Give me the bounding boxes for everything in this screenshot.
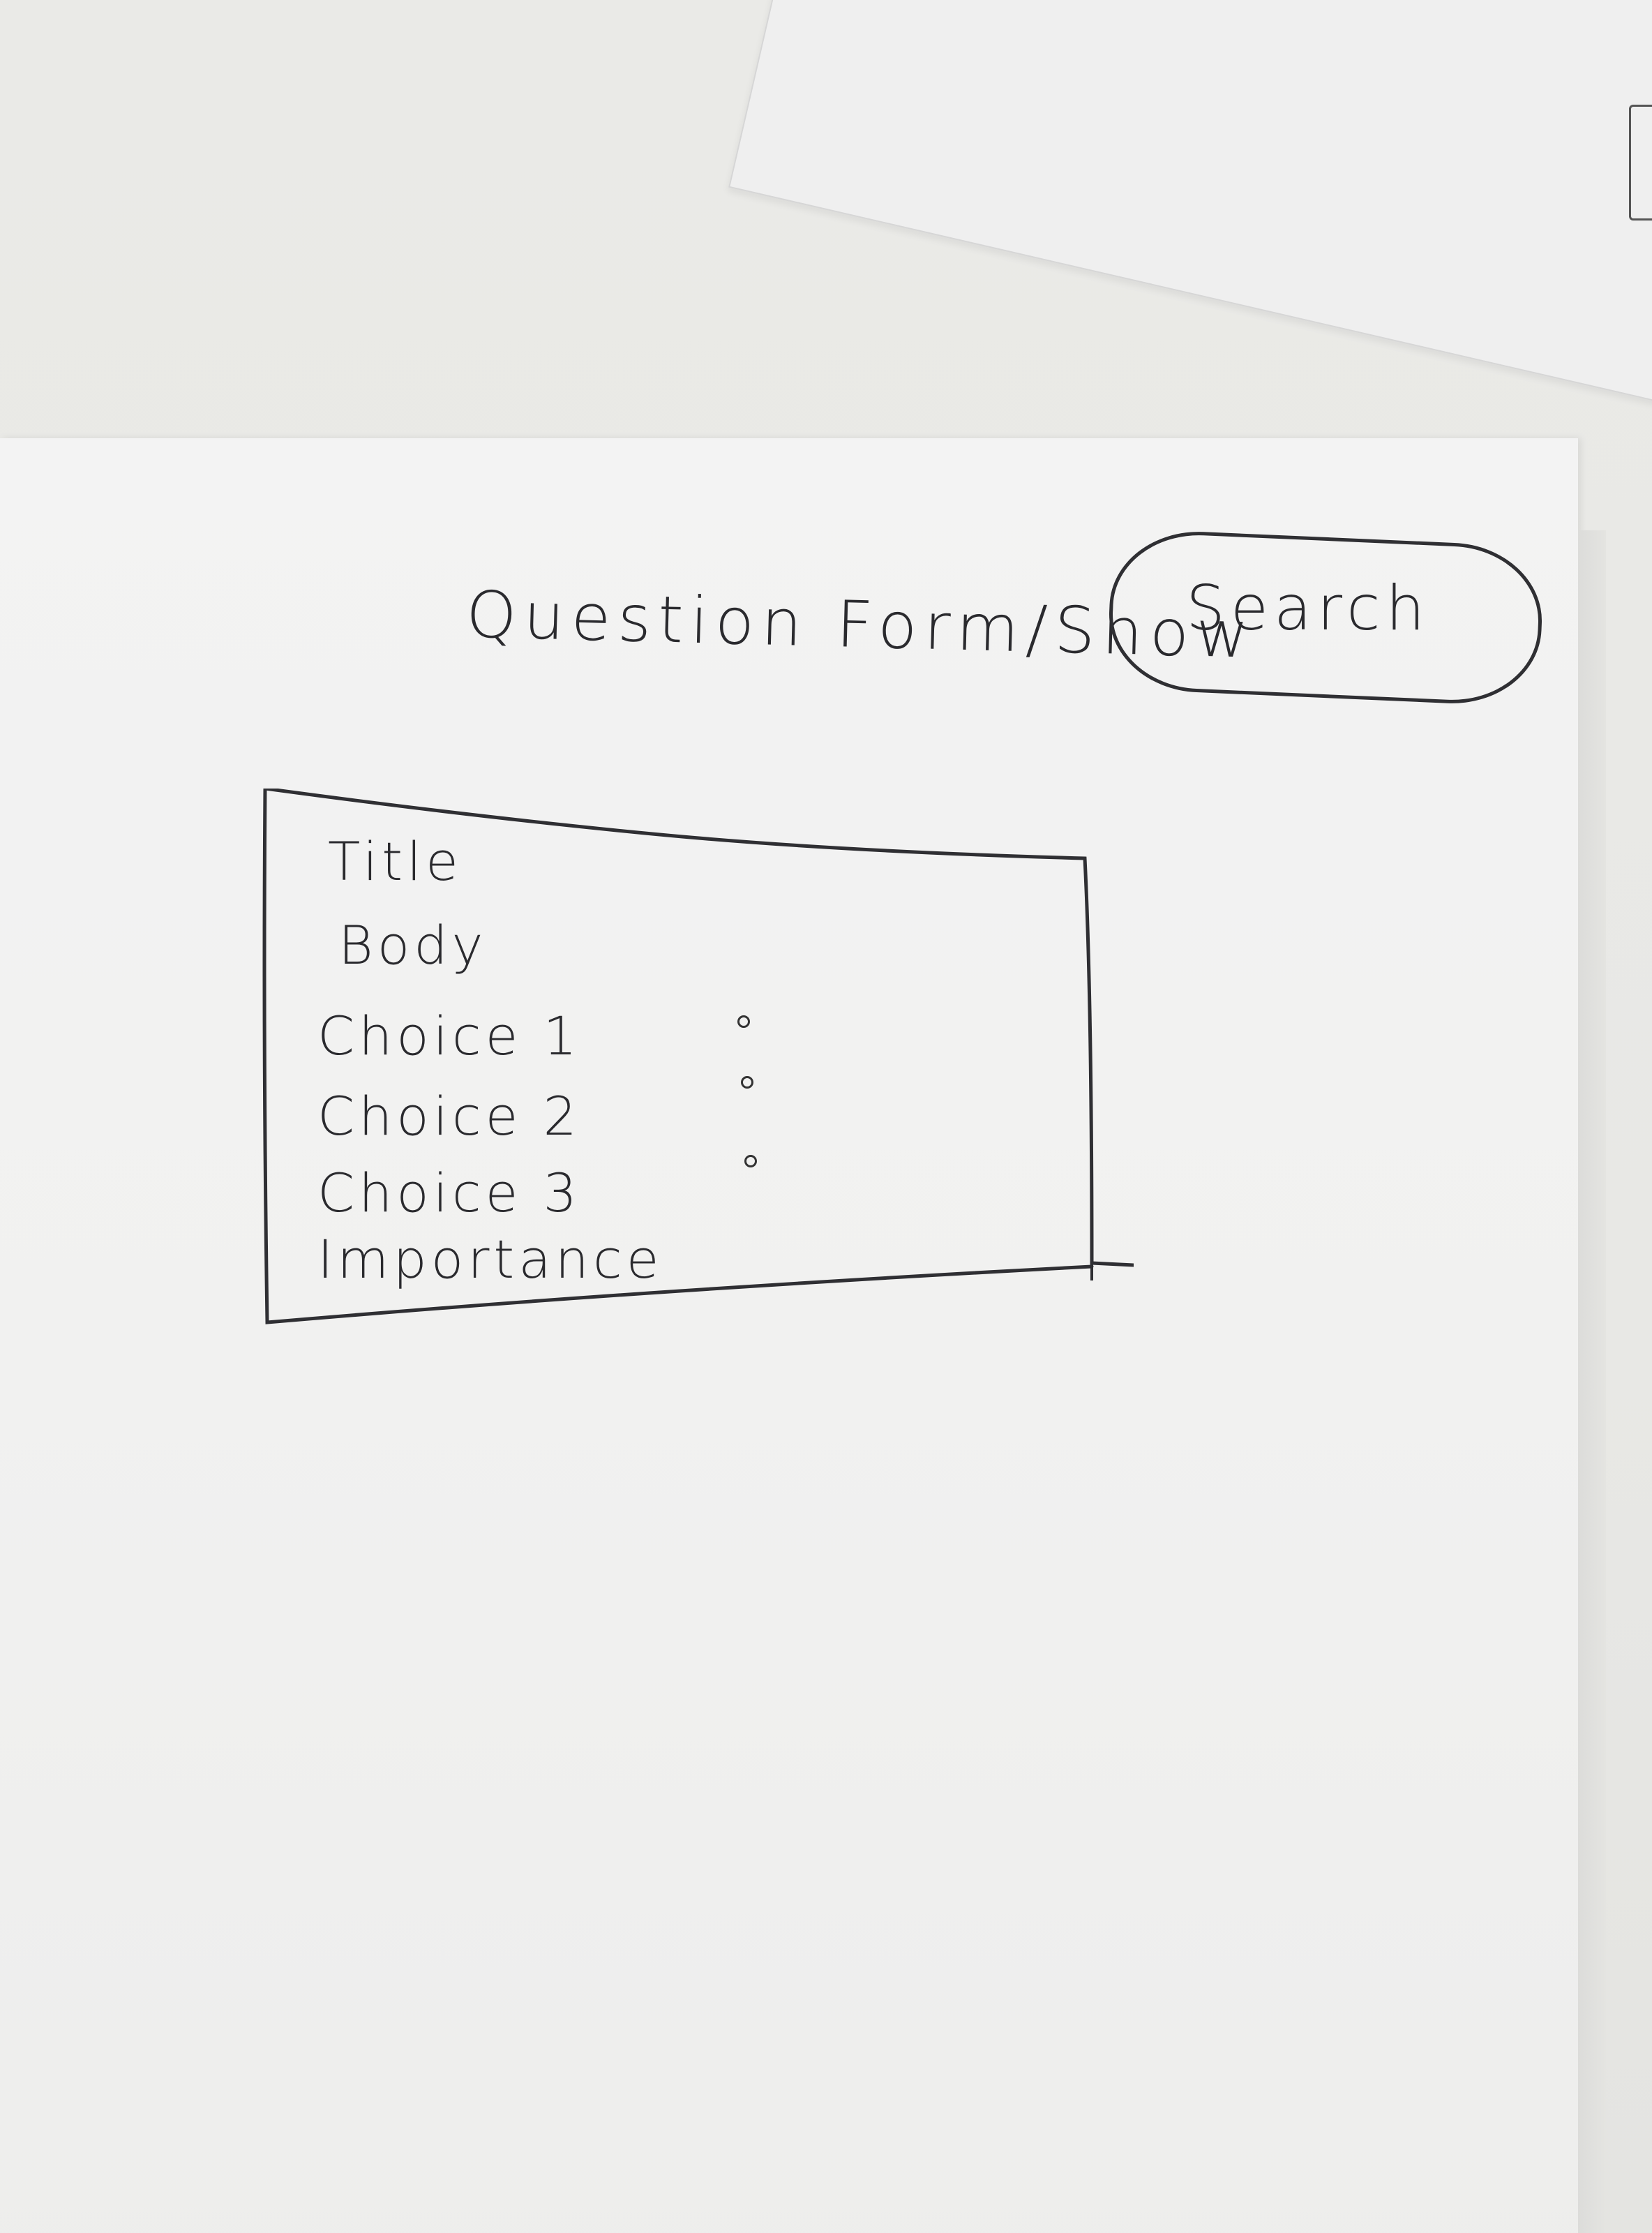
choice-3-radio[interactable] bbox=[744, 1155, 757, 1167]
choice-1-radio[interactable] bbox=[737, 1015, 750, 1028]
choice-2-label: Choice 2 bbox=[317, 1085, 581, 1147]
choice-2-radio[interactable] bbox=[741, 1076, 753, 1089]
paper-edge-shadow bbox=[1578, 530, 1606, 2233]
choice-3-label: Choice 3 bbox=[317, 1162, 581, 1224]
search-button-label: Search bbox=[1186, 572, 1431, 644]
choice-1-label: Choice 1 bbox=[317, 1005, 581, 1067]
sketch-paper bbox=[0, 438, 1578, 2233]
background-sheet bbox=[728, 0, 1652, 424]
body-field-label: Body bbox=[338, 914, 488, 976]
importance-field-label: Importance bbox=[317, 1228, 663, 1290]
title-field-label: Title bbox=[328, 830, 463, 893]
question-form-box bbox=[262, 789, 1134, 1324]
background-sketch-mark bbox=[1629, 105, 1652, 221]
form-box-outline bbox=[262, 789, 1134, 1324]
